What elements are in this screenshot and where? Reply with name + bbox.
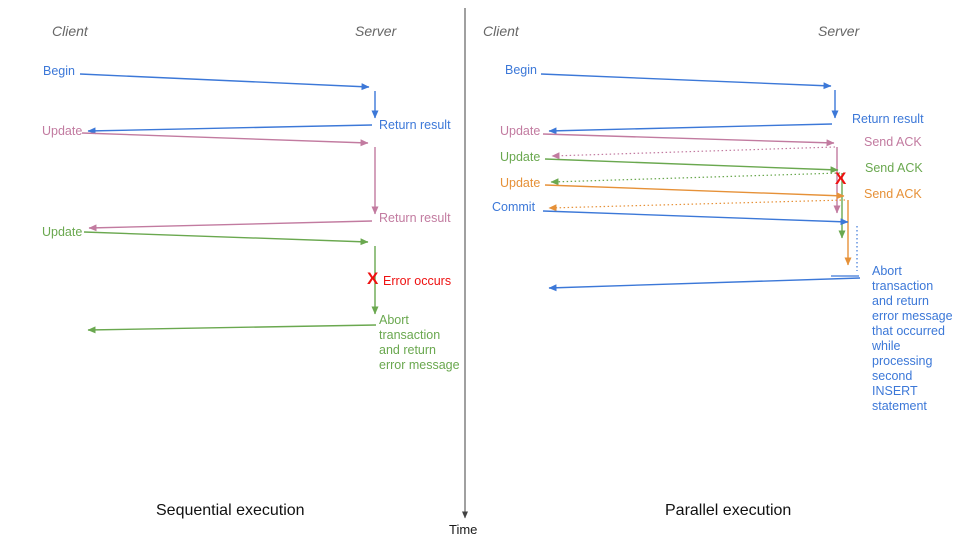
right-send-ack-3-label: Send ACK bbox=[864, 187, 922, 201]
right-send-ack-1-label: Send ACK bbox=[864, 135, 922, 149]
left-sequential-arrows bbox=[79, 73, 379, 334]
right-send-ack-2-dotted-arrow bbox=[550, 172, 841, 186]
left-abort-return-arrow bbox=[87, 324, 377, 334]
left-abort-note: Abort transaction and return error messa… bbox=[379, 313, 460, 372]
left-client-header: Client bbox=[52, 23, 88, 39]
left-update-1-label: Update bbox=[42, 124, 83, 138]
right-return-result-label: Return result bbox=[852, 112, 924, 126]
right-caption: Parallel execution bbox=[665, 502, 792, 519]
right-update-2-label: Update bbox=[500, 150, 541, 164]
left-return-result-1-arrow bbox=[87, 124, 373, 135]
right-update-1-request-arrow bbox=[542, 133, 835, 147]
right-update-3-label: Update bbox=[500, 176, 541, 190]
left-return-result-2-arrow bbox=[88, 220, 373, 232]
right-send-ack-3-dotted-arrow bbox=[548, 199, 846, 212]
right-begin-label: Begin bbox=[505, 63, 537, 77]
right-abort-note: Abort transaction and return error messa… bbox=[872, 264, 953, 413]
right-commit-request-arrow bbox=[542, 210, 849, 226]
left-error-x-icon: X bbox=[367, 269, 379, 288]
right-update-1-label: Update bbox=[500, 124, 541, 138]
left-server-header: Server bbox=[355, 23, 397, 39]
left-begin-label: Begin bbox=[43, 64, 75, 78]
left-update-2-label: Update bbox=[42, 225, 83, 239]
left-caption: Sequential execution bbox=[156, 502, 305, 519]
left-update-2-request-arrow bbox=[83, 231, 369, 246]
right-error-x-icon: X bbox=[835, 169, 847, 188]
left-return-result-1-label: Return result bbox=[379, 118, 451, 132]
right-parallel-arrows bbox=[540, 73, 861, 292]
time-axis-label: Time bbox=[449, 522, 478, 537]
right-update-2-request-arrow bbox=[544, 158, 839, 174]
right-update-3-request-arrow bbox=[544, 184, 845, 200]
left-return-result-2-label: Return result bbox=[379, 211, 451, 225]
right-client-header: Client bbox=[483, 23, 519, 39]
right-return-result-arrow bbox=[548, 123, 833, 135]
right-send-ack-2-label: Send ACK bbox=[865, 161, 923, 175]
right-commit-label: Commit bbox=[492, 200, 536, 214]
right-begin-request-arrow bbox=[540, 73, 832, 90]
left-begin-request-arrow bbox=[79, 73, 370, 91]
left-error-label: Error occurs bbox=[383, 274, 452, 288]
right-abort-return-arrow bbox=[548, 277, 861, 292]
right-server-header: Server bbox=[818, 23, 860, 39]
left-update-1-request-arrow bbox=[81, 132, 369, 147]
right-send-ack-1-dotted-arrow bbox=[551, 146, 836, 160]
